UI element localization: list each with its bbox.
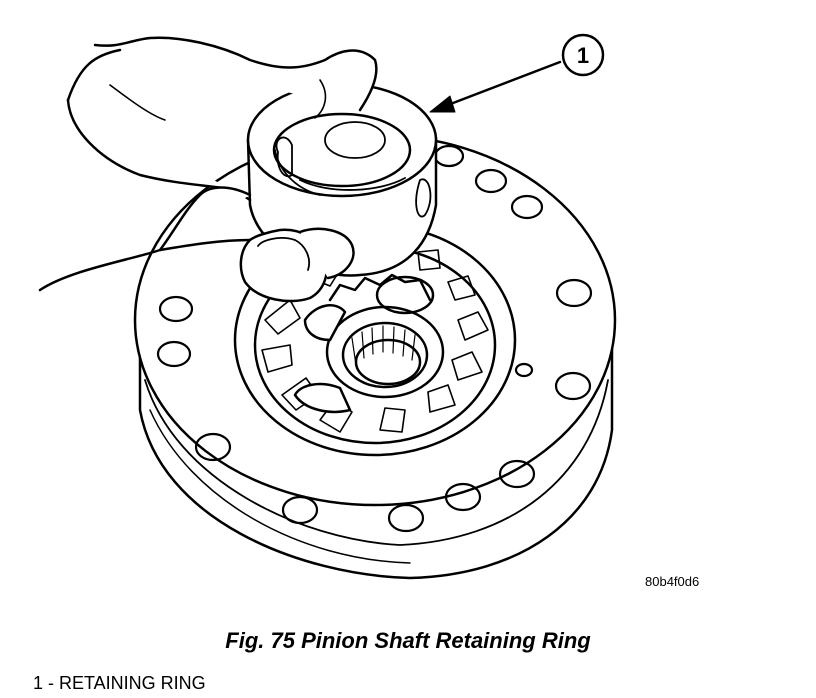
hand (38, 36, 378, 303)
callout-leader (429, 60, 562, 113)
figure-caption: Fig. 75 Pinion Shaft Retaining Ring (225, 628, 591, 653)
technical-illustration: 1 (38, 33, 617, 580)
callout-number: 1 (577, 43, 589, 68)
image-id: 80b4f0d6 (645, 574, 700, 589)
legend-item: 1 - RETAINING RING (33, 673, 206, 693)
callout-1: 1 (561, 33, 605, 77)
